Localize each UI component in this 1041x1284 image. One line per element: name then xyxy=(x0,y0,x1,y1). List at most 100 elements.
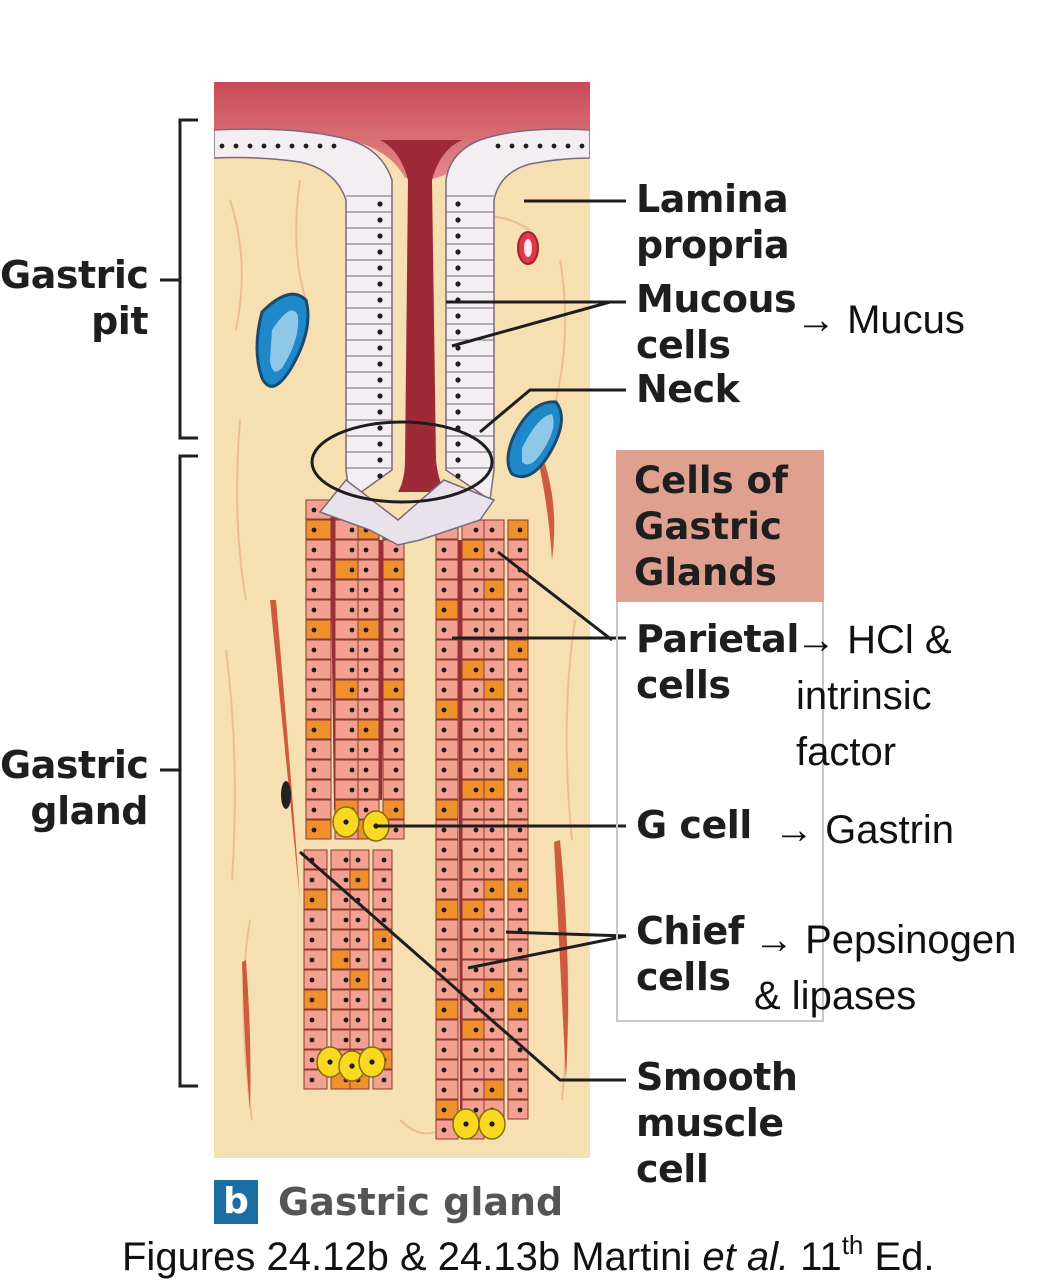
cell-nucleus xyxy=(309,877,315,883)
cell-nucleus xyxy=(441,687,447,693)
chief-cell xyxy=(461,719,485,740)
cell-nucleus xyxy=(473,987,479,993)
cell-nucleus xyxy=(473,967,479,973)
cell-nucleus xyxy=(473,867,479,873)
cell-nucleus xyxy=(489,1067,495,1073)
surface-nucleus xyxy=(509,143,515,149)
mucous-nucleus xyxy=(377,457,383,463)
mucous-nucleus xyxy=(455,329,461,335)
chief-cell xyxy=(382,759,405,780)
cell-nucleus xyxy=(517,1067,523,1073)
chief-cell xyxy=(435,1079,459,1100)
cell-nucleus xyxy=(489,1027,495,1033)
cell-nucleus xyxy=(363,807,369,813)
neck-outline xyxy=(310,420,494,504)
cell-nucleus xyxy=(473,787,479,793)
cell-nucleus xyxy=(343,977,349,983)
cell-nucleus xyxy=(393,667,399,673)
chief-cell xyxy=(357,559,380,580)
cell-nucleus xyxy=(489,607,495,613)
cell-nucleus xyxy=(473,807,479,813)
cell-nucleus xyxy=(473,947,479,953)
chief-cell xyxy=(461,679,485,700)
cell-nucleus xyxy=(393,547,399,553)
mucous-nucleus xyxy=(377,249,383,255)
bracket-gastric-pit xyxy=(160,118,198,440)
chief-cell xyxy=(461,879,485,900)
chief-cell xyxy=(357,759,380,780)
chief-cell xyxy=(435,859,459,880)
cell-nucleus xyxy=(517,1007,523,1013)
parietal-cell xyxy=(382,679,405,700)
mucous-nucleus xyxy=(455,457,461,463)
parietal-cell xyxy=(461,899,485,920)
chief-cell xyxy=(382,579,405,600)
cell-nucleus xyxy=(489,547,495,553)
mucous-nucleus xyxy=(377,441,383,447)
cell-nucleus xyxy=(517,687,523,693)
chief-cell xyxy=(303,969,328,990)
cell-nucleus xyxy=(363,547,369,553)
chief-cell xyxy=(461,799,485,820)
chief-cell xyxy=(435,759,459,780)
mucous-nucleus xyxy=(455,393,461,399)
cell-nucleus xyxy=(349,727,355,733)
mucous-nucleus xyxy=(377,217,383,223)
cell-nucleus xyxy=(441,727,447,733)
cell-nucleus xyxy=(489,667,495,673)
cell-nucleus xyxy=(473,567,479,573)
chief-cell xyxy=(305,759,332,780)
cell-nucleus xyxy=(441,1047,447,1053)
chief-cell xyxy=(305,659,332,680)
label-mucous-cells: Mucous cells xyxy=(636,277,797,367)
mucous-nucleus xyxy=(377,297,383,303)
cell-nucleus xyxy=(441,807,447,813)
cell-nucleus xyxy=(393,707,399,713)
cell-nucleus xyxy=(343,957,349,963)
cell-nucleus xyxy=(393,687,399,693)
cell-nucleus xyxy=(517,667,523,673)
cell-nucleus xyxy=(441,787,447,793)
cell-nucleus xyxy=(381,857,387,863)
cell-nucleus xyxy=(309,1057,315,1063)
cell-nucleus xyxy=(363,687,369,693)
blood-vessel-left-lumen xyxy=(270,310,299,372)
label-g-cell: G cell xyxy=(636,803,752,847)
parietal-cell xyxy=(435,1099,459,1120)
cell-nucleus xyxy=(517,787,523,793)
chief-cell xyxy=(334,739,361,760)
mucous-nucleus xyxy=(377,409,383,415)
cell-nucleus xyxy=(517,867,523,873)
cell-nucleus xyxy=(441,827,447,833)
chief-cell xyxy=(461,819,485,840)
cell-nucleus xyxy=(343,1017,349,1023)
cell-nucleus xyxy=(473,1087,479,1093)
chief-cell xyxy=(305,679,332,700)
chief-cell xyxy=(461,839,485,860)
chief-cell xyxy=(357,699,380,720)
cell-nucleus xyxy=(473,687,479,693)
chief-cell xyxy=(435,939,459,960)
cell-nucleus xyxy=(381,977,387,983)
parietal-cell xyxy=(461,659,485,680)
surface-nucleus xyxy=(261,143,267,149)
chief-cell xyxy=(305,699,332,720)
mucous-nucleus xyxy=(455,313,461,319)
leader-lines xyxy=(299,199,627,1082)
chief-cell xyxy=(435,739,459,760)
cell-nucleus xyxy=(311,767,317,773)
chief-cell xyxy=(382,779,405,800)
parietal-cell xyxy=(435,599,459,620)
chief-cell xyxy=(334,659,361,680)
cell-nucleus xyxy=(381,897,387,903)
cell-nucleus xyxy=(489,807,495,813)
mucous-nucleus xyxy=(377,265,383,271)
chief-cell xyxy=(357,579,380,600)
chief-cell xyxy=(461,579,485,600)
cell-nucleus xyxy=(393,807,399,813)
cell-nucleus xyxy=(473,767,479,773)
cell-nucleus xyxy=(473,847,479,853)
mucous-nucleus xyxy=(455,409,461,415)
cell-nucleus xyxy=(489,1087,495,1093)
chief-cell xyxy=(435,839,459,860)
